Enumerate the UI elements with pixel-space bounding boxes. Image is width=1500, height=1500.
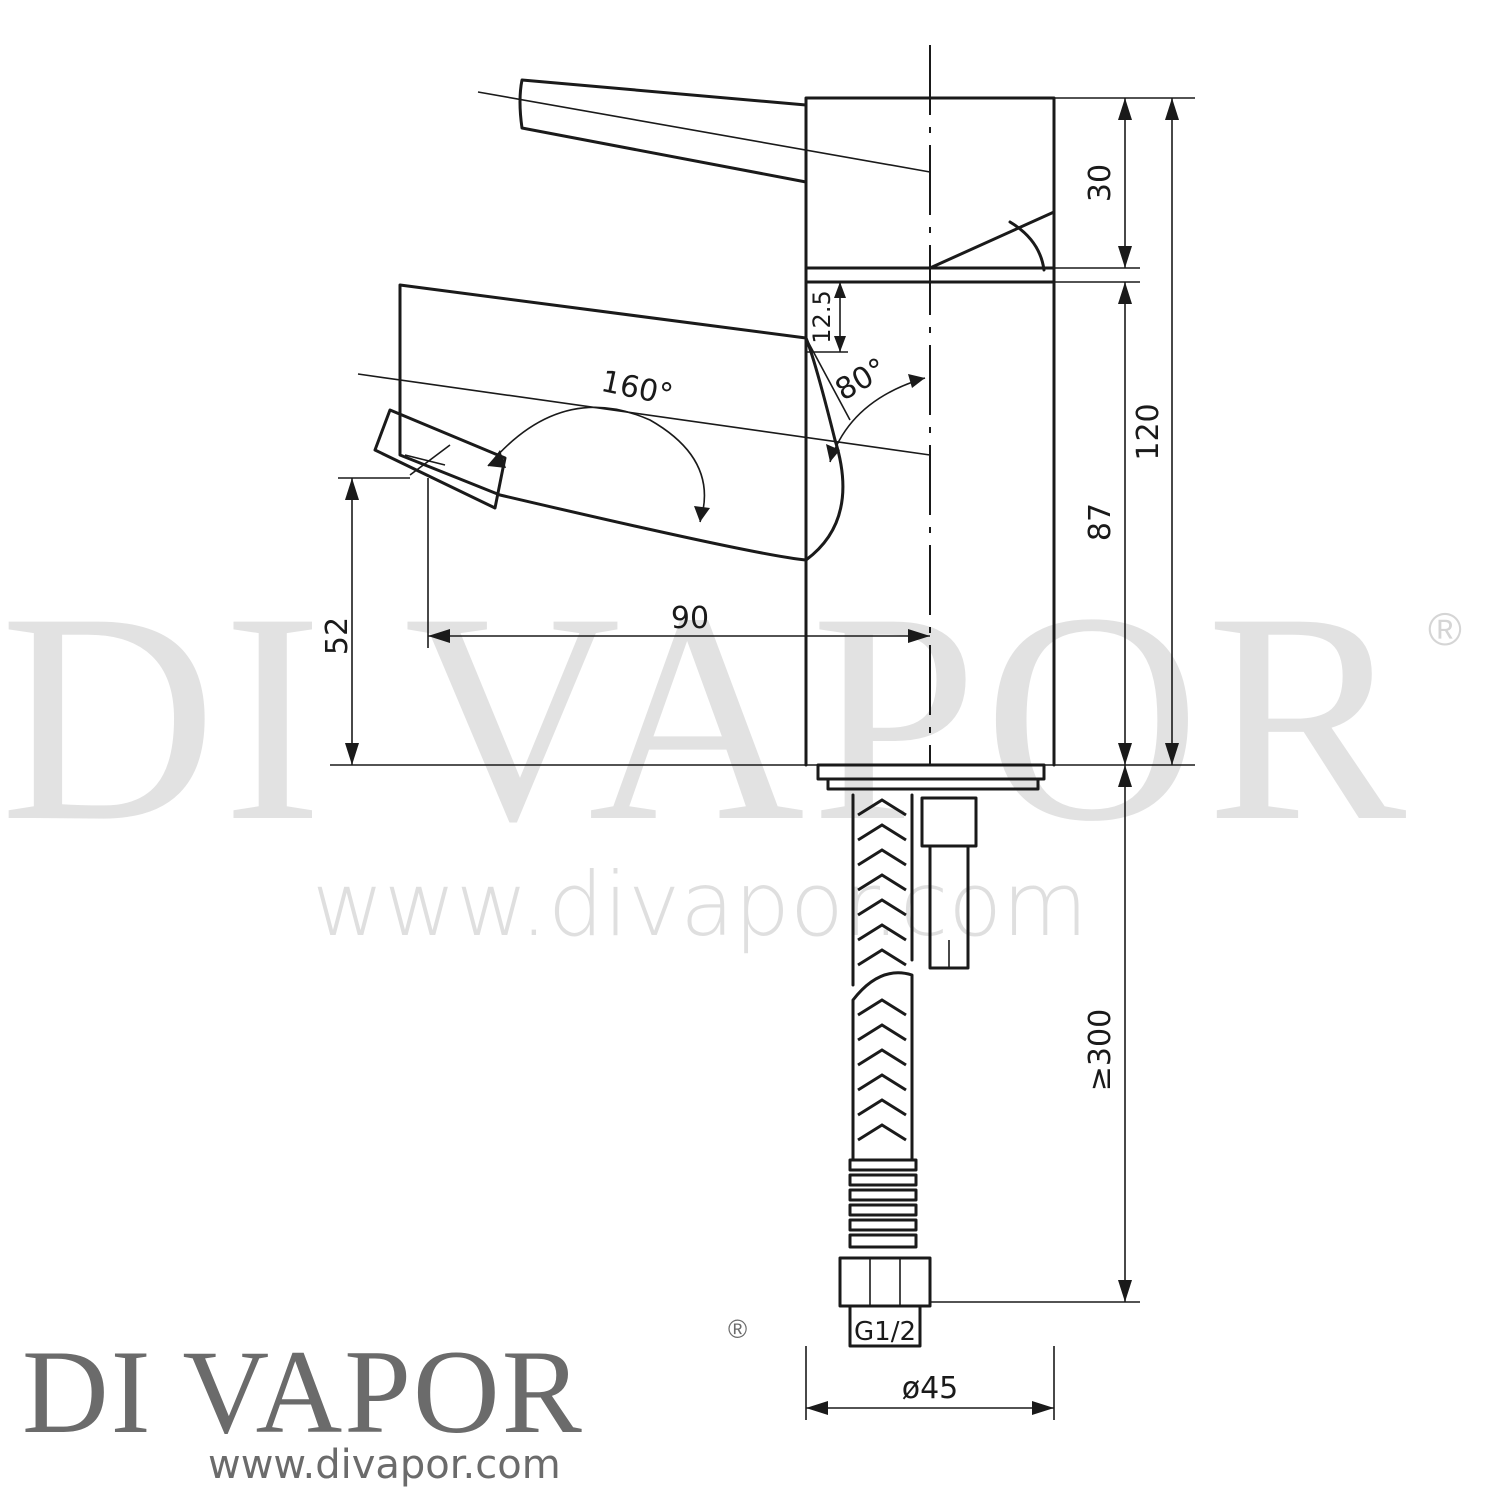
lever-handle [477,78,1056,284]
logo-url: www.divapor.com [208,1442,561,1488]
dim-total-height: 120 [1131,403,1166,460]
dim-upper-gap: 12.5 [808,290,836,343]
dim-body-height: 87 [1083,503,1118,541]
watermark: DI VAPOR ® www.divapor.com [0,551,1462,956]
threaded-stud [920,796,978,970]
dim-hose-length: ≥300 [1083,1009,1118,1091]
logo-registered-mark: ® [728,1314,747,1344]
dim-connector: G1/2 [854,1317,916,1347]
logo-brand: DI VAPOR [22,1325,584,1458]
dimension-lines [330,97,1195,1420]
watermark-registered-mark: ® [1428,603,1462,655]
dim-handle-height: 30 [1083,164,1118,202]
dim-spout-reach: 90 [671,601,709,636]
logo: DI VAPOR ® www.divapor.com [22,1314,747,1488]
dim-diameter: ø45 [902,1371,959,1406]
spout [357,283,931,562]
dim-lever-rotation: 160° [598,364,676,413]
braided-hose [838,793,932,1348]
dim-spout-height: 52 [320,617,355,655]
watermark-url: www.divapor.com [312,853,1088,956]
